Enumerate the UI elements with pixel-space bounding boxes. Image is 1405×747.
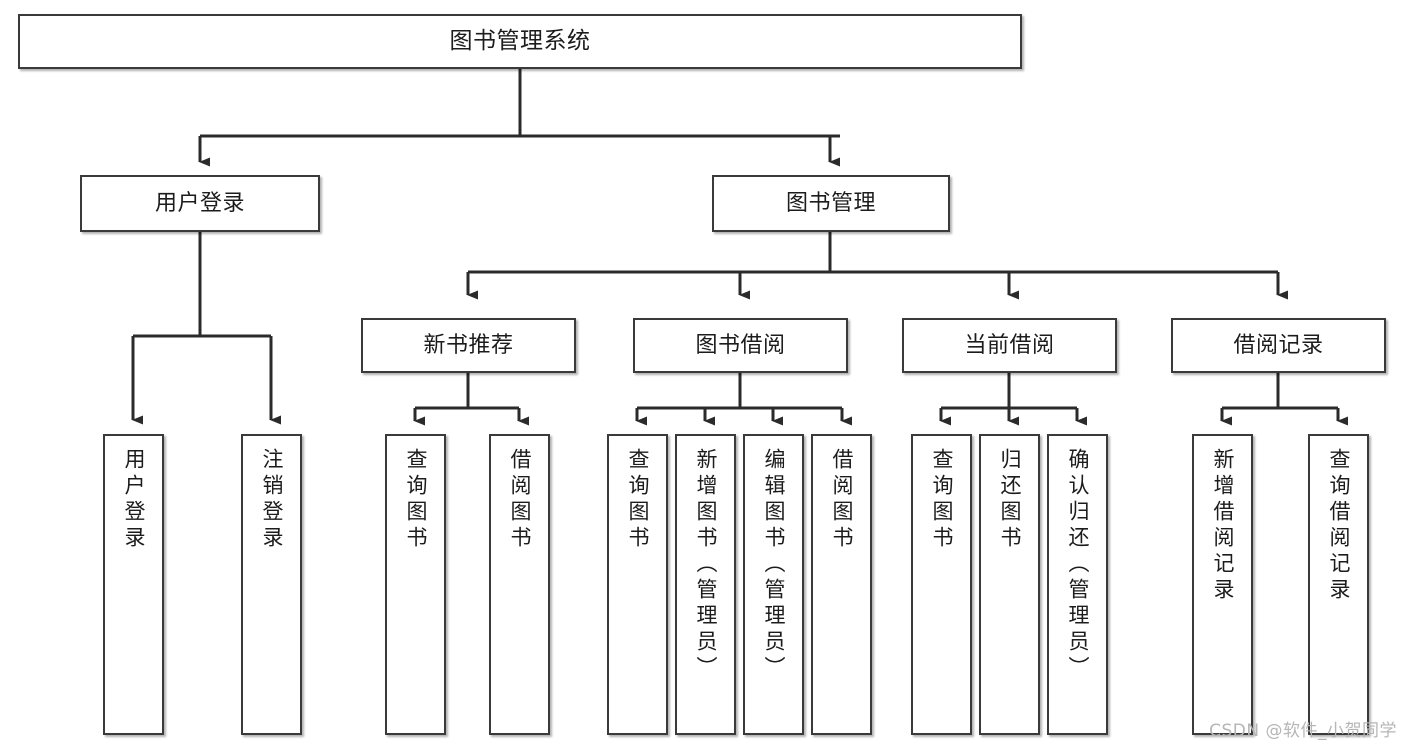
node-label: 用户登录	[154, 190, 245, 216]
node-label: 查询图书	[930, 448, 954, 552]
leaf-book-borrow-query[interactable]: 查询图书	[607, 434, 668, 735]
leaf-borrow-record-query[interactable]: 查询借阅记录	[1308, 434, 1369, 735]
node-label: 确认归还（管理员）	[1066, 448, 1090, 682]
node-current-borrow[interactable]: 当前借阅	[902, 318, 1117, 373]
leaf-borrow-record-add[interactable]: 新增借阅记录	[1192, 434, 1253, 735]
leaf-current-borrow-return[interactable]: 归还图书	[979, 434, 1040, 735]
node-label: 图书借阅	[695, 332, 786, 358]
leaf-book-borrow-borrow[interactable]: 借阅图书	[811, 434, 872, 735]
leaf-book-borrow-edit[interactable]: 编辑图书（管理员）	[743, 434, 804, 735]
node-label: 归还图书	[998, 448, 1022, 552]
node-label: 借阅图书	[830, 448, 854, 552]
leaf-user-login-signin[interactable]: 用户登录	[103, 434, 164, 735]
node-label: 新增借阅记录	[1211, 448, 1235, 604]
csdn-watermark: CSDN @软件_小贺同学	[1209, 721, 1397, 741]
leaf-user-login-signout[interactable]: 注销登录	[241, 434, 302, 735]
node-new-book-recommend[interactable]: 新书推荐	[361, 318, 576, 373]
node-label: 借阅记录	[1233, 332, 1324, 358]
node-book-borrow[interactable]: 图书借阅	[633, 318, 848, 373]
node-book-management[interactable]: 图书管理	[712, 175, 950, 232]
node-label: 编辑图书（管理员）	[762, 448, 786, 682]
leaf-book-borrow-add[interactable]: 新增图书（管理员）	[675, 434, 736, 735]
leaf-new-book-borrow[interactable]: 借阅图书	[489, 434, 550, 735]
node-borrow-record[interactable]: 借阅记录	[1171, 318, 1386, 373]
leaf-current-borrow-query[interactable]: 查询图书	[911, 434, 972, 735]
node-label: 新增图书（管理员）	[694, 448, 718, 682]
node-label: 当前借阅	[964, 332, 1055, 358]
node-label: 图书管理	[785, 190, 876, 216]
node-user-login[interactable]: 用户登录	[80, 175, 320, 232]
node-label: 图书管理系统	[449, 27, 591, 54]
leaf-current-borrow-confirm-return[interactable]: 确认归还（管理员）	[1047, 434, 1108, 735]
node-label: 新书推荐	[423, 332, 514, 358]
node-label: 查询图书	[404, 448, 428, 552]
node-root-system[interactable]: 图书管理系统	[18, 14, 1022, 69]
leaf-new-book-query[interactable]: 查询图书	[385, 434, 446, 735]
node-label: 注销登录	[260, 448, 284, 552]
node-label: 借阅图书	[508, 448, 532, 552]
node-label: 查询借阅记录	[1327, 448, 1351, 604]
node-label: 用户登录	[122, 448, 146, 552]
node-label: 查询图书	[626, 448, 650, 552]
